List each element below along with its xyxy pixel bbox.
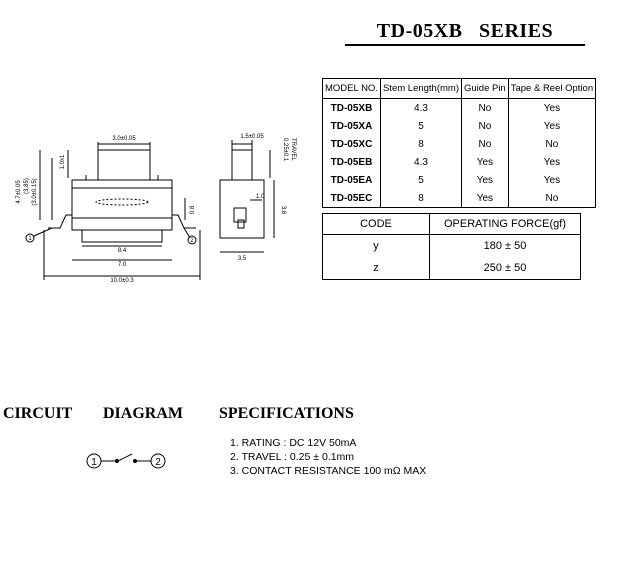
model-table: MODEL NO. Stem Length(mm) Guide Pin Tape… [322,78,597,208]
code-cell: y [322,234,430,257]
force-table: CODE OPERATING FORCE(gf) y 180 ± 50 z 25… [322,213,581,280]
side-dim-travel-a-label: 0.25±0.1 [282,138,288,162]
guide-cell: Yes [461,189,509,208]
switch-contact [117,453,133,462]
header-model-no: MODEL NO. [322,78,381,99]
guide-cell: Yes [461,153,509,171]
table-row: TD-05EB 4.3 Yes Yes [322,153,596,171]
dim-right-label: 0.8 [190,205,196,214]
guide-cell: Yes [461,171,509,189]
circuit-heading: CIRCUIT [3,405,73,422]
terminal-left [48,214,72,229]
stem-cell: 4.3 [380,153,463,171]
pin-1-marker [25,233,35,243]
circuit-diagram: 1 2 [86,453,166,469]
guide-cell: No [461,98,509,117]
node-2-label: 2 [155,457,161,468]
body-outline [71,179,173,219]
node-1-label: 1 [91,457,97,468]
model-cell: TD-05EB [322,153,381,171]
stem-cell: 8 [380,189,463,208]
table-row: TD-05EA 5 Yes Yes [322,171,596,189]
code-cell: z [322,257,430,280]
pin-1-label: 1 [28,236,32,242]
side-dim-inner-label: 1.0 [256,194,265,200]
side-dim-travel-b-label: TRAVEL [290,138,296,162]
model-cell: TD-05XA [322,117,381,135]
force-table-header: CODE OPERATING FORCE(gf) [322,213,581,235]
dim-left-a-label: 4.7±0.05 [16,180,22,204]
table-row: TD-05XC 8 No No [322,135,596,153]
side-dim-top-label: 1.5±0.05 [240,134,264,140]
side-dim-height-label: 3.6 [280,206,286,215]
model-cell: TD-05XB [322,98,381,117]
header-code: CODE [322,213,430,235]
tape-cell: Yes [543,102,561,114]
force-cell: 250 ± 50 [483,262,527,274]
model-cell: TD-05XC [322,135,381,153]
dim-inner-label: 8.4 [118,248,127,254]
stem-cell: 4.3 [380,98,463,117]
stem-outline [97,149,151,181]
header-guide-pin: Guide Pin [461,78,509,99]
dim-left-b-label: (3.85) [24,178,30,194]
force-cell: 180 ± 50 [483,240,527,252]
guide-cell: No [461,135,509,153]
side-dim-width-label: 3.5 [238,256,247,262]
pin-2-marker [187,235,197,245]
header-operating-force: OPERATING FORCE(gf) [429,213,581,235]
dim-overall-label: 10.0±0.3 [110,278,134,284]
diagram-heading: DIAGRAM [103,405,183,422]
dim-stem-label: 1.0x1 [60,154,66,169]
tape-cell: No [545,192,559,204]
stem-cell: 8 [380,135,463,153]
tape-cell: No [545,138,559,150]
spec-travel: 2. TRAVEL : 0.25 ± 0.1mm [230,451,355,463]
specifications-heading: SPECIFICATIONS [219,405,354,422]
terminal-right [172,214,196,229]
table-row: z 250 ± 50 [322,257,581,280]
dim-left-c-label: (3.0±0.15) [32,178,38,205]
model-table-header: MODEL NO. Stem Length(mm) Guide Pin Tape… [322,78,596,99]
guide-cell: No [461,117,509,135]
table-row: TD-05EC 8 Yes No [322,189,596,208]
front-view-drawing: 3.0±0.05 1.0x1 4.7±0.05 (3.85) (3.0±0.15… [16,136,201,284]
pin-2-label: 2 [190,238,194,244]
header-tape-reel: Tape & Reel Option [508,78,596,99]
specifications-list: 1. RATING : DC 12V 50mA 2. TRAVEL : 0.25… [230,436,426,478]
stem-cell: 5 [380,117,463,135]
table-row: TD-05XA 5 No Yes [322,117,596,135]
tape-cell: Yes [543,120,561,132]
model-cell: TD-05EC [322,189,381,208]
model-cell: TD-05EA [322,171,381,189]
dim-top-label: 3.0±0.05 [112,136,136,142]
tape-cell: Yes [543,174,561,186]
spec-rating: 1. RATING : DC 12V 50mA [230,437,357,449]
stem-cell: 5 [380,171,463,189]
header-stem-length: Stem Length(mm) [380,78,463,99]
side-view-drawing: 1.5±0.05 0.25±0.1 TRAVEL 1.0 3.6 3.5 [219,134,296,262]
tape-cell: Yes [543,156,561,168]
table-row: y 180 ± 50 [322,234,581,257]
spec-contact-resistance: 3. CONTACT RESISTANCE 100 mΩ MAX [230,465,427,477]
table-row: TD-05XB 4.3 No Yes [322,98,596,117]
dim-body-label: 7.0 [118,262,127,268]
series-title: TD-05XB SERIES [345,20,585,46]
